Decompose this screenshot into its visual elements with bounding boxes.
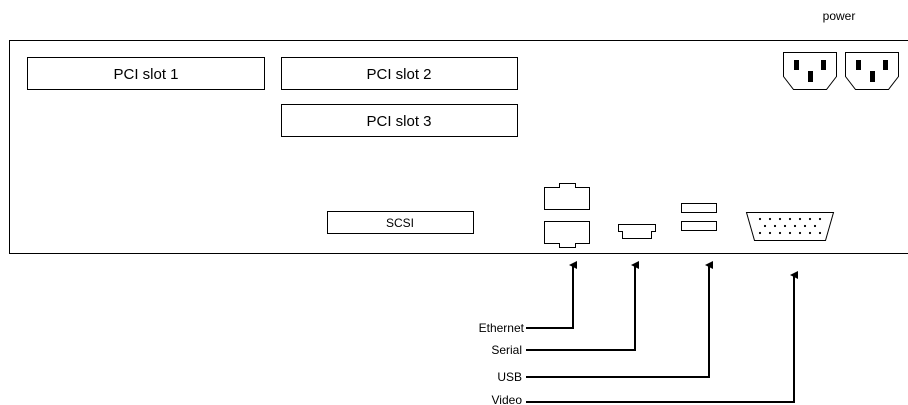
video-port <box>745 212 835 241</box>
pci-slot-1-label: PCI slot 1 <box>113 66 178 83</box>
usb-leader-arrow <box>526 261 713 378</box>
serial-label: Serial <box>491 343 522 357</box>
pci-slot-2-label: PCI slot 2 <box>366 66 431 83</box>
video-leader-arrow <box>526 271 798 403</box>
video-label: Video <box>492 393 523 405</box>
usb-label: USB <box>497 370 522 384</box>
power-label: power <box>823 9 856 23</box>
ethernet-label: Ethernet <box>479 321 525 335</box>
pci-slot-2: PCI slot 2 <box>281 57 518 90</box>
ethernet-port-top <box>544 183 590 210</box>
ethernet-port-bottom <box>544 221 590 248</box>
pci-slot-1: PCI slot 1 <box>27 57 265 90</box>
scsi-label: SCSI <box>386 216 414 230</box>
chassis-panel <box>9 40 908 254</box>
pci-slot-3-label: PCI slot 3 <box>366 113 431 130</box>
pci-slot-3: PCI slot 3 <box>281 104 518 137</box>
usb-port-top <box>681 203 717 213</box>
power-socket-2 <box>845 52 899 90</box>
serial-leader-arrow <box>526 261 639 351</box>
usb-port-bottom <box>681 221 717 231</box>
serial-port <box>618 224 656 239</box>
power-socket-1 <box>783 52 837 90</box>
ethernet-leader-arrow <box>526 261 577 329</box>
scsi-connector: SCSI <box>327 211 474 234</box>
